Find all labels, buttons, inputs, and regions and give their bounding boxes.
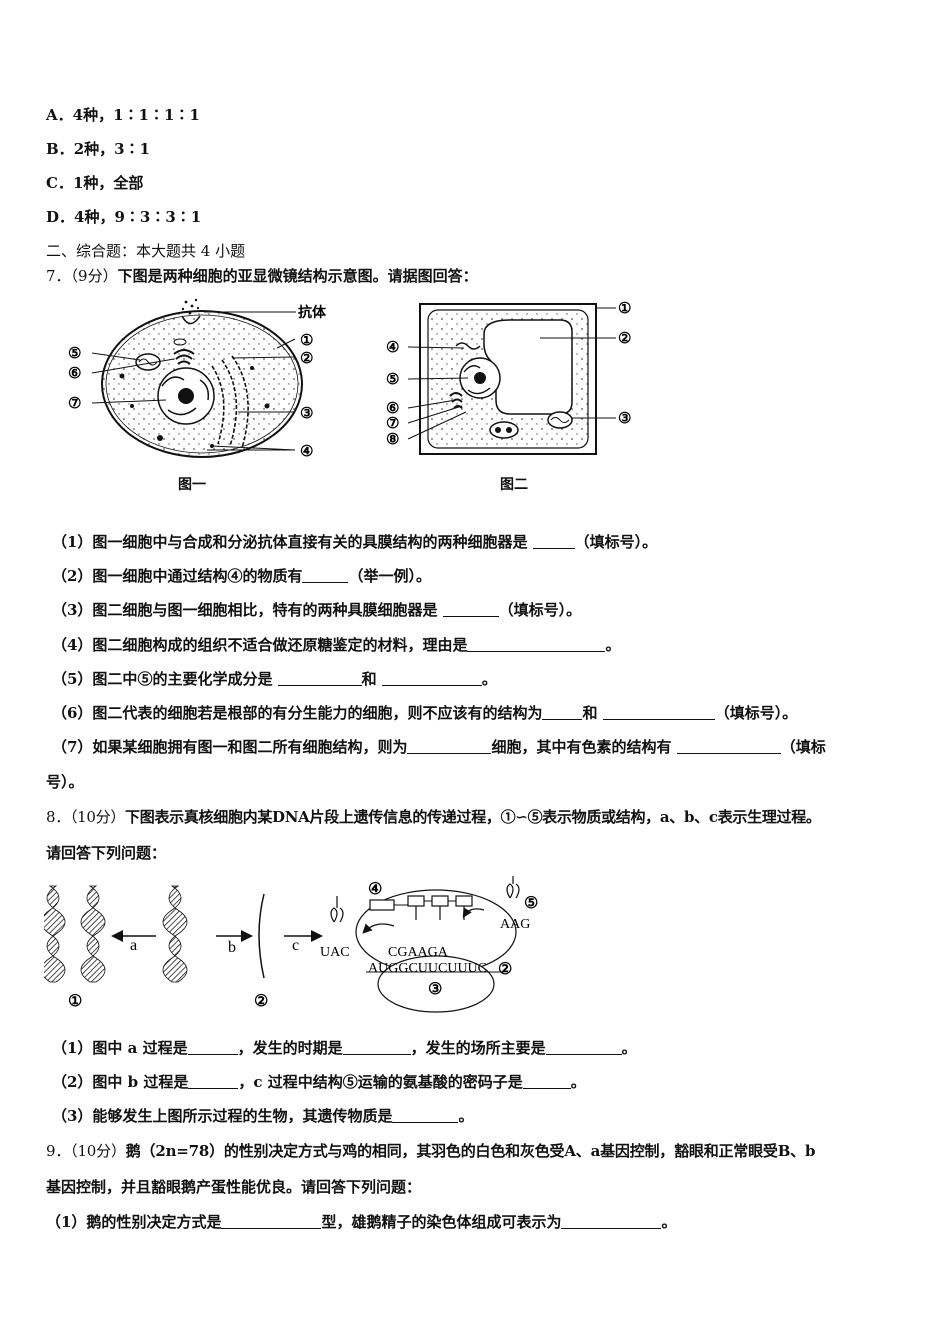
option-a: A．4种，1∶1∶1∶1 bbox=[46, 106, 200, 124]
fig-label-2b: ② bbox=[498, 959, 512, 978]
fig1-label-4: ④ bbox=[300, 442, 313, 460]
anticodon-aag: AAG bbox=[500, 917, 530, 932]
q7-figure-2-caption: 图二 bbox=[500, 477, 528, 493]
q9-stem-cont: 基因控制，并且豁眼鹅产蛋性能优良。请回答下列问题： bbox=[46, 1178, 422, 1196]
fig1-label-3: ③ bbox=[300, 404, 313, 422]
fig2-label-4: ④ bbox=[386, 338, 399, 356]
q7-stem: 7．（9分）下图是两种细胞的亚显微镜结构示意图。请据图回答： bbox=[46, 267, 478, 285]
fig-label-5: ⑤ bbox=[524, 893, 538, 912]
process-b-label: b bbox=[228, 939, 236, 956]
fig1-label-2: ② bbox=[300, 349, 313, 367]
fig1-label-6: ⑥ bbox=[68, 364, 81, 382]
q7-item-5: （5）图二中⑤的主要化学成分是 和 。 bbox=[52, 670, 497, 688]
fig-label-2: ② bbox=[254, 991, 268, 1010]
fig2-label-7: ⑦ bbox=[386, 414, 399, 432]
q7-item-2: （2）图一细胞中通过结构④的物质有（举一例）。 bbox=[52, 567, 431, 585]
q7-figure-2: ① ② ③ ④ ⑤ ⑥ ⑦ ⑧ bbox=[386, 299, 631, 455]
anticodons-cgaaga: CGAAGA bbox=[388, 945, 449, 960]
q8-item-3: （3）能够发生上图所示过程的生物，其遗传物质是。 bbox=[52, 1107, 474, 1125]
q7-item-7: （7）如果某细胞拥有图一和图二所有细胞结构，则为细胞，其中有色素的结构有 （填标 bbox=[52, 738, 826, 756]
q7-item-7-cont: 号）。 bbox=[46, 773, 84, 791]
option-c: C．1种，全部 bbox=[46, 174, 144, 192]
q8-stem-cont: 请回答下列问题： bbox=[46, 844, 167, 862]
fig2-label-1: ① bbox=[618, 299, 631, 317]
q8-figure: a b c UAC CGAAGA AAG AUGGCUUCUUUC ① ② ② … bbox=[44, 876, 538, 1013]
q7-item-3: （3）图二细胞与图一细胞相比，特有的两种具膜细胞器是 （填标号）。 bbox=[52, 601, 582, 619]
q9-item-1: （1）鹅的性别决定方式是型，雄鹅精子的染色体组成可表示为。 bbox=[46, 1213, 677, 1231]
fig1-label-7: ⑦ bbox=[68, 394, 81, 412]
q7-figure-1-caption: 图一 bbox=[178, 477, 206, 493]
fig2-label-3: ③ bbox=[618, 409, 631, 427]
fig1-label-1: ① bbox=[300, 331, 313, 349]
fig2-label-6: ⑥ bbox=[386, 399, 399, 417]
fig2-label-2: ② bbox=[618, 329, 631, 347]
process-c-label: c bbox=[292, 937, 299, 954]
q7-figure-1: 抗体 ① ② ③ ④ ⑤ ⑥ ⑦ bbox=[68, 298, 327, 460]
q8-stem: 8．（10分）下图表示真核细胞内某DNA片段上遗传信息的传递过程，①∽⑤表示物质… bbox=[46, 808, 821, 826]
fig-label-4: ④ bbox=[368, 879, 382, 898]
fig-label-3: ③ bbox=[428, 979, 442, 998]
q8-item-1: （1）图中 a 过程是，发生的时期是，发生的场所主要是。 bbox=[52, 1039, 637, 1057]
fig2-label-5: ⑤ bbox=[386, 370, 399, 388]
q7-item-6: （6）图二代表的细胞若是根部的有分生能力的细胞，则不应该有的结构为和 （填标号）… bbox=[52, 704, 798, 722]
codon-uac: UAC bbox=[320, 945, 350, 960]
antibody-label: 抗体 bbox=[298, 304, 327, 321]
q7-item-1: （1）图一细胞中与合成和分泌抗体直接有关的具膜结构的两种细胞器是 （填标号）。 bbox=[52, 533, 658, 551]
q9-stem: 9．（10分）鹅（2n=78）的性别决定方式与鸡的相同，其羽色的白色和灰色受A、… bbox=[46, 1142, 816, 1160]
fig2-label-8: ⑧ bbox=[386, 430, 399, 448]
fig1-label-5: ⑤ bbox=[68, 344, 81, 362]
q8-item-2: （2）图中 b 过程是，c 过程中结构⑤运输的氨基酸的密码子是。 bbox=[52, 1073, 586, 1091]
process-a-label: a bbox=[130, 937, 137, 954]
fig-label-1: ① bbox=[68, 991, 82, 1010]
mrna-sequence: AUGGCUUCUUUC bbox=[368, 961, 487, 976]
section-heading: 二、综合题：本大题共 4 小题 bbox=[46, 242, 246, 260]
option-d: D．4种，9∶3∶3∶1 bbox=[46, 208, 202, 226]
q7-item-4: （4）图二细胞构成的组织不适合做还原糖鉴定的材料，理由是。 bbox=[52, 636, 621, 654]
option-b: B．2种，3∶1 bbox=[46, 140, 150, 158]
